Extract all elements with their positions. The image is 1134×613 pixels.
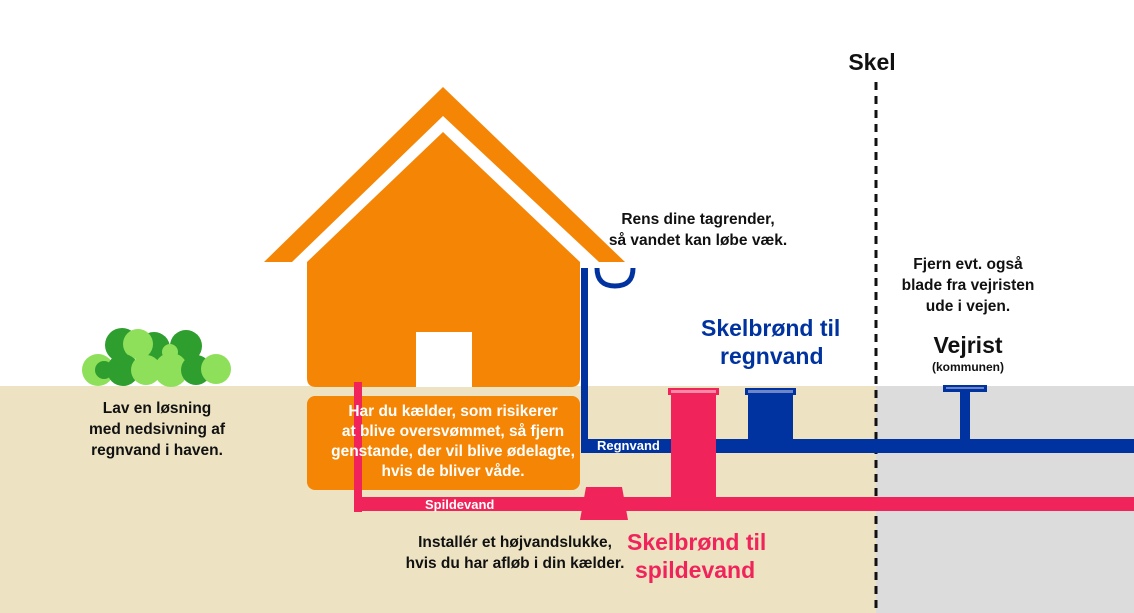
house-roof	[264, 87, 625, 262]
wastewater-well-label-line: spildevand	[635, 557, 756, 583]
wastewater-well-label: Skelbrønd til spildevand	[627, 528, 797, 584]
wastewater-well-label-line: Skelbrønd til	[627, 529, 767, 555]
rainwater-well-label-line: Skelbrønd til	[701, 315, 841, 341]
basement-note-line: Har du kælder, som risikerer	[348, 403, 558, 420]
vejrist-note: Fjern evt. også blade fra vejristen ude …	[884, 254, 1052, 317]
wastewater-pipe	[354, 382, 1134, 512]
basement-note-line: hvis de bliver våde.	[381, 463, 525, 480]
vejrist-note-line: blade fra vejristen	[901, 277, 1035, 294]
gutter-note-line: Rens dine tagrender,	[621, 211, 775, 228]
rainwater-pipe-label: Regnvand	[597, 438, 660, 453]
basement-note: Har du kælder, som risikerer at blive ov…	[307, 402, 599, 482]
house-door	[416, 332, 472, 387]
basement	[307, 396, 580, 490]
garden-note-line: med nedsivning af	[88, 421, 226, 438]
vejrist-title: Vejrist	[933, 332, 1003, 358]
road-grate-icon	[943, 385, 987, 441]
garden-note-line: regnvand i haven.	[91, 442, 223, 459]
gutter-note-line: så vandet kan løbe væk.	[608, 232, 788, 249]
rainwater-well-label: Skelbrønd til regnvand	[701, 314, 871, 370]
boundary-label: Skel	[848, 49, 896, 75]
valve-note: Installér et højvandslukke, hvis du har …	[400, 532, 630, 574]
vejrist-note-line: ude i vejen.	[925, 298, 1011, 315]
valve-note-line: hvis du har afløb i din kælder.	[405, 555, 625, 572]
gutter-icon	[594, 267, 636, 289]
wastewater-pipe-label: Spildevand	[425, 497, 495, 512]
wastewater-well-icon	[668, 388, 719, 502]
garden-note: Lav en løsning med nedsivning af regnvan…	[64, 398, 250, 461]
gutter-note: Rens dine tagrender, så vandet kan løbe …	[592, 209, 804, 251]
backwater-valve-icon	[580, 487, 628, 520]
rainwater-well-icon	[745, 388, 796, 449]
vejrist-note-line: Fjern evt. også	[913, 256, 1023, 273]
house-body	[307, 132, 580, 387]
basement-note-line: at blive oversvømmet, så fjern	[341, 423, 565, 440]
valve-note-line: Installér et højvandslukke,	[418, 534, 612, 551]
vejrist-subtitle: (kommunen)	[932, 360, 1004, 374]
bush-icon	[82, 328, 231, 387]
rainwater-pipe	[581, 268, 1134, 453]
garden-note-line: Lav en løsning	[102, 400, 212, 417]
rainwater-well-label-line: regnvand	[720, 343, 824, 369]
basement-note-line: genstande, der vil blive ødelagte,	[331, 443, 575, 460]
